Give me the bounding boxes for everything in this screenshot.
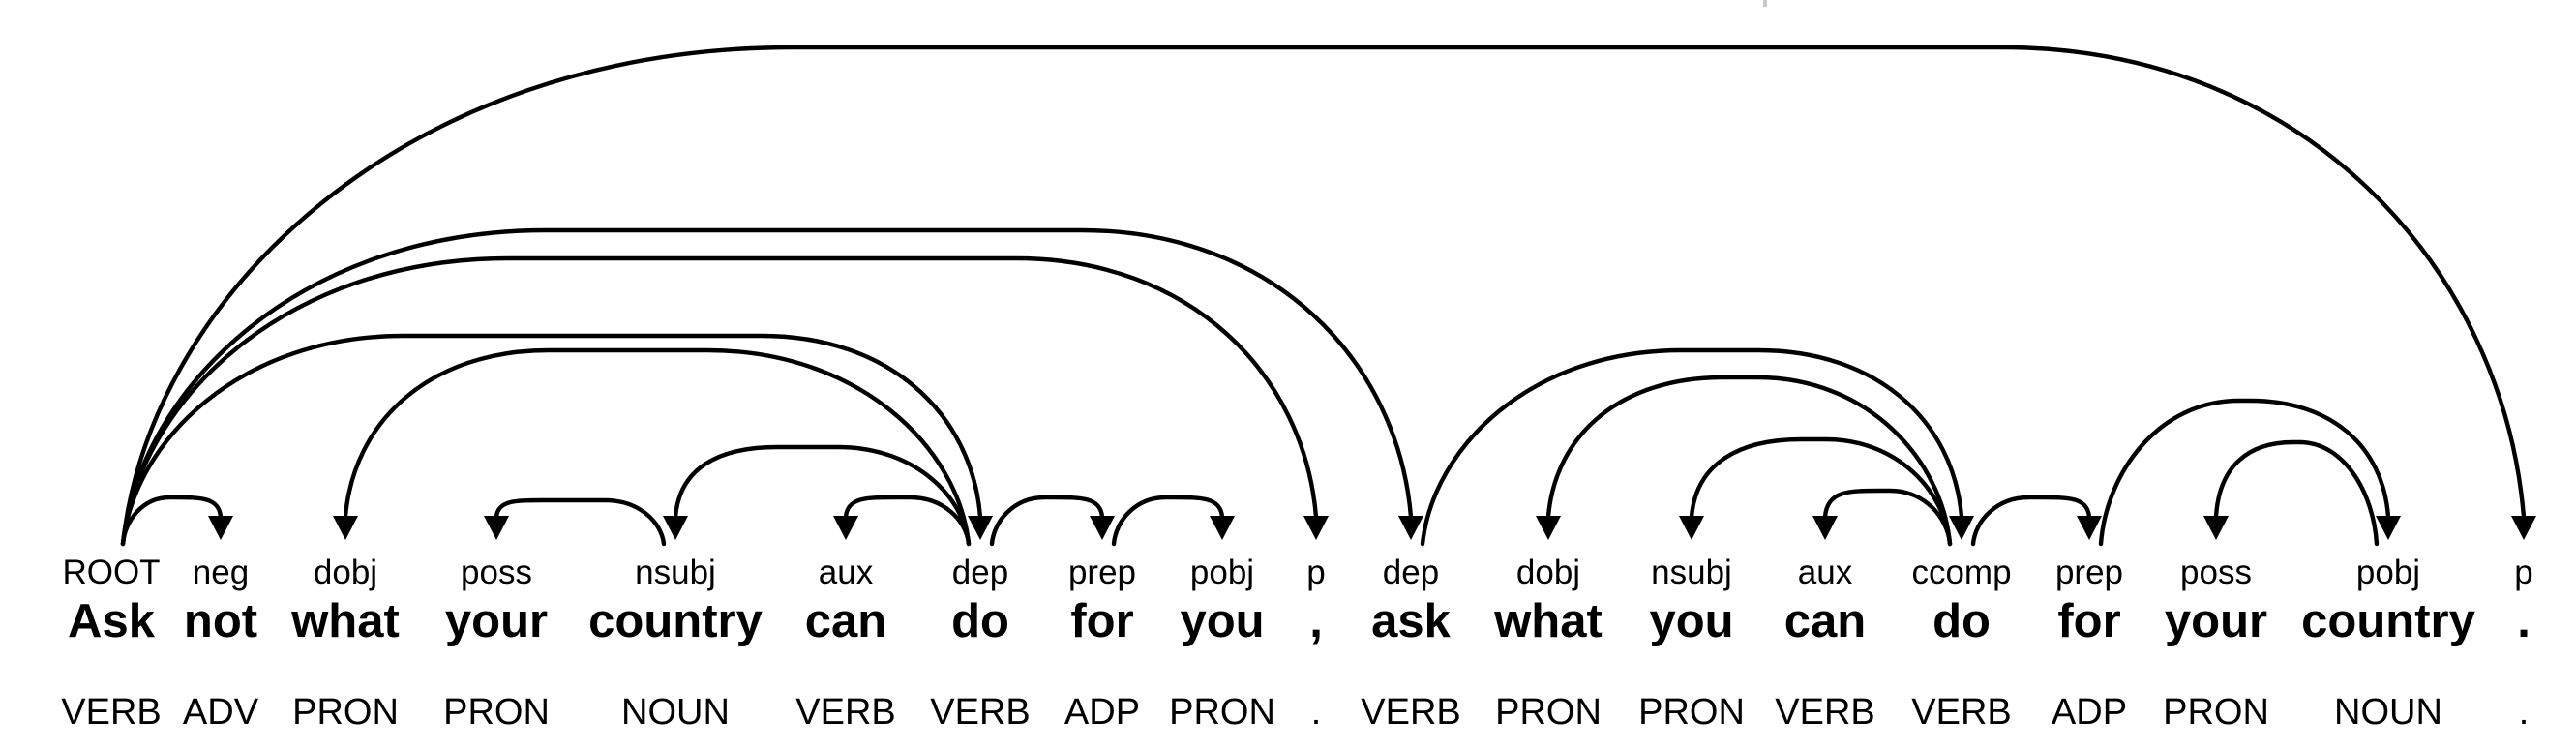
token-word: do bbox=[1932, 595, 1991, 647]
pos-tag: PRON bbox=[2163, 692, 2269, 733]
arc-nsubj bbox=[673, 444, 972, 547]
dependency-label: p bbox=[2514, 554, 2533, 591]
pos-tag: ADP bbox=[2051, 692, 2128, 733]
token-word: can bbox=[804, 595, 887, 647]
pos-tag: ADV bbox=[182, 692, 259, 733]
arc-pobj bbox=[1111, 495, 1225, 547]
arrowhead-neg bbox=[208, 516, 233, 540]
pos-tag: VERB bbox=[1361, 692, 1461, 733]
arc-nsubj bbox=[1689, 436, 1953, 547]
token-word: do bbox=[951, 595, 1009, 647]
dependency-label: aux bbox=[818, 554, 874, 591]
token-word: can bbox=[1783, 595, 1867, 647]
dependency-label: poss bbox=[2180, 554, 2252, 591]
arrowhead-poss bbox=[484, 516, 509, 540]
arrowhead-nsubj bbox=[1679, 516, 1704, 540]
arc-dep bbox=[120, 227, 1414, 547]
pos-tag: VERB bbox=[1775, 692, 1875, 733]
dependency-label: dep bbox=[951, 554, 1009, 591]
token-word: you bbox=[1180, 595, 1265, 647]
dependency-label: aux bbox=[1797, 554, 1853, 591]
arc-aux bbox=[843, 495, 972, 547]
dependency-label: nsubj bbox=[635, 554, 716, 591]
arc-neg bbox=[120, 495, 224, 547]
arrowhead-p bbox=[2511, 516, 2536, 540]
arc-prep bbox=[989, 495, 1105, 547]
arc-dep bbox=[120, 333, 983, 547]
token-word: country bbox=[588, 595, 763, 647]
arrowhead-poss bbox=[2203, 516, 2229, 540]
pos-tag: . bbox=[2518, 692, 2530, 733]
token-word: your bbox=[2164, 595, 2268, 647]
token-word: , bbox=[1309, 595, 1323, 647]
arc-poss bbox=[2213, 439, 2380, 547]
dependency-label: pobj bbox=[1189, 554, 1255, 591]
pos-tag: NOUN bbox=[621, 692, 730, 733]
arrowhead-dobj bbox=[1536, 516, 1561, 540]
arrowhead-p bbox=[1303, 516, 1329, 540]
pos-tag: VERB bbox=[930, 692, 1031, 733]
token-word: for bbox=[2057, 595, 2121, 647]
arc-p bbox=[120, 45, 2527, 547]
arc-poss bbox=[494, 497, 667, 547]
dependency-label: dobj bbox=[313, 554, 378, 591]
arrowhead-dep bbox=[1398, 516, 1423, 540]
arrowhead-nsubj bbox=[663, 516, 688, 540]
pos-tag: PRON bbox=[443, 692, 550, 733]
dependency-label: dobj bbox=[1515, 554, 1581, 591]
dependency-label: nsubj bbox=[1651, 554, 1732, 591]
cursor-artifact bbox=[1763, 0, 1767, 7]
pos-tag: NOUN bbox=[2334, 692, 2442, 733]
pos-tag: VERB bbox=[1911, 692, 2012, 733]
token-word: Ask bbox=[68, 595, 155, 647]
token-word: not bbox=[183, 595, 258, 647]
pos-tag: PRON bbox=[1169, 692, 1275, 733]
arrowhead-prep bbox=[2077, 516, 2102, 540]
pos-tag: PRON bbox=[1638, 692, 1745, 733]
pos-tag: VERB bbox=[61, 692, 162, 733]
arc-ccomp bbox=[1420, 347, 1964, 547]
token-word: your bbox=[444, 595, 549, 647]
arrowhead-dobj bbox=[333, 516, 358, 540]
token-word: ask bbox=[1371, 595, 1451, 647]
token-word: . bbox=[2517, 595, 2531, 647]
arrowhead-ccomp bbox=[1949, 516, 1974, 540]
dependency-label: p bbox=[1306, 554, 1326, 591]
dependency-label: prep bbox=[2054, 554, 2124, 591]
dependency-label: dep bbox=[1382, 554, 1440, 591]
arc-pobj bbox=[2098, 398, 2391, 547]
arrowhead-prep bbox=[1090, 516, 1115, 540]
arc-p bbox=[120, 255, 1319, 547]
dependency-label: prep bbox=[1067, 554, 1137, 591]
dependency-label: neg bbox=[192, 554, 250, 591]
dependency-label: ROOT bbox=[62, 554, 161, 591]
dependency-label: ccomp bbox=[1911, 554, 2012, 591]
token-word: country bbox=[2301, 595, 2475, 647]
pos-tag: ADP bbox=[1063, 692, 1141, 733]
arrowhead-pobj bbox=[1210, 516, 1235, 540]
token-word: you bbox=[1649, 595, 1734, 647]
arc-prep bbox=[1970, 495, 2092, 547]
arrowhead-aux bbox=[1812, 516, 1838, 540]
arc-dobj bbox=[1545, 375, 1953, 547]
dependency-label: pobj bbox=[2355, 554, 2421, 591]
pos-tag: VERB bbox=[795, 692, 896, 733]
dependency-label: poss bbox=[461, 554, 532, 591]
arc-aux bbox=[1822, 488, 1953, 547]
token-word: for bbox=[1070, 595, 1134, 647]
arc-dobj bbox=[343, 347, 972, 547]
arrowhead-dep bbox=[968, 516, 993, 540]
pos-tag: . bbox=[1310, 692, 1322, 733]
arrowhead-aux bbox=[833, 516, 858, 540]
pos-tag: PRON bbox=[292, 692, 399, 733]
token-word: what bbox=[291, 595, 400, 647]
pos-tag: PRON bbox=[1495, 692, 1602, 733]
arrowhead-pobj bbox=[2376, 516, 2401, 540]
token-word: what bbox=[1494, 595, 1603, 647]
